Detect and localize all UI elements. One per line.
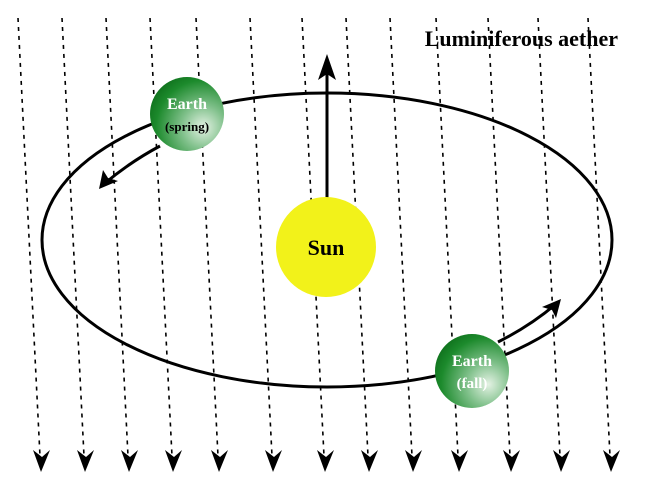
aether-line xyxy=(587,17,611,457)
earth-spring-name: Earth xyxy=(167,96,207,113)
aether-arrowhead xyxy=(211,450,228,472)
aether-line xyxy=(249,17,273,457)
earth-fall-name: Earth xyxy=(452,353,492,370)
aether-arrowhead xyxy=(165,450,182,472)
aether-arrowhead xyxy=(405,450,422,472)
sun-label: Sun xyxy=(308,235,345,260)
spring-motion-arrow xyxy=(103,144,161,186)
aether-flow-lines xyxy=(17,17,620,472)
sun-disk xyxy=(276,197,376,297)
aether-arrowhead xyxy=(451,450,468,472)
earth-fall-season: (fall) xyxy=(457,376,488,392)
fall-motion-arrow xyxy=(497,302,557,344)
aether-line xyxy=(487,17,511,457)
aether-line xyxy=(61,17,85,457)
aether-line xyxy=(389,17,413,457)
aether-arrowhead xyxy=(553,450,570,472)
earth-spring-season: (spring) xyxy=(165,119,209,134)
aether-line xyxy=(435,17,459,457)
aether-arrowhead xyxy=(265,450,282,472)
spring-arrowhead xyxy=(99,170,118,189)
earth-fall-globe xyxy=(435,334,509,408)
aether-arrowhead xyxy=(603,450,620,472)
aether-arrowhead xyxy=(503,450,520,472)
sun-up-arrowhead xyxy=(318,54,336,80)
aether-line xyxy=(105,17,129,457)
fall-arrowhead xyxy=(542,299,561,318)
aether-line xyxy=(537,17,561,457)
earth-spring-globe xyxy=(150,77,224,151)
aether-arrowhead xyxy=(361,450,378,472)
diagram-title: Luminiferous aether xyxy=(425,26,619,51)
aether-line xyxy=(17,17,41,457)
aether-arrowhead xyxy=(33,450,50,472)
aether-line xyxy=(149,17,173,457)
aether-arrowhead xyxy=(77,450,94,472)
aether-arrowhead xyxy=(121,450,138,472)
aether-arrowhead xyxy=(317,450,334,472)
